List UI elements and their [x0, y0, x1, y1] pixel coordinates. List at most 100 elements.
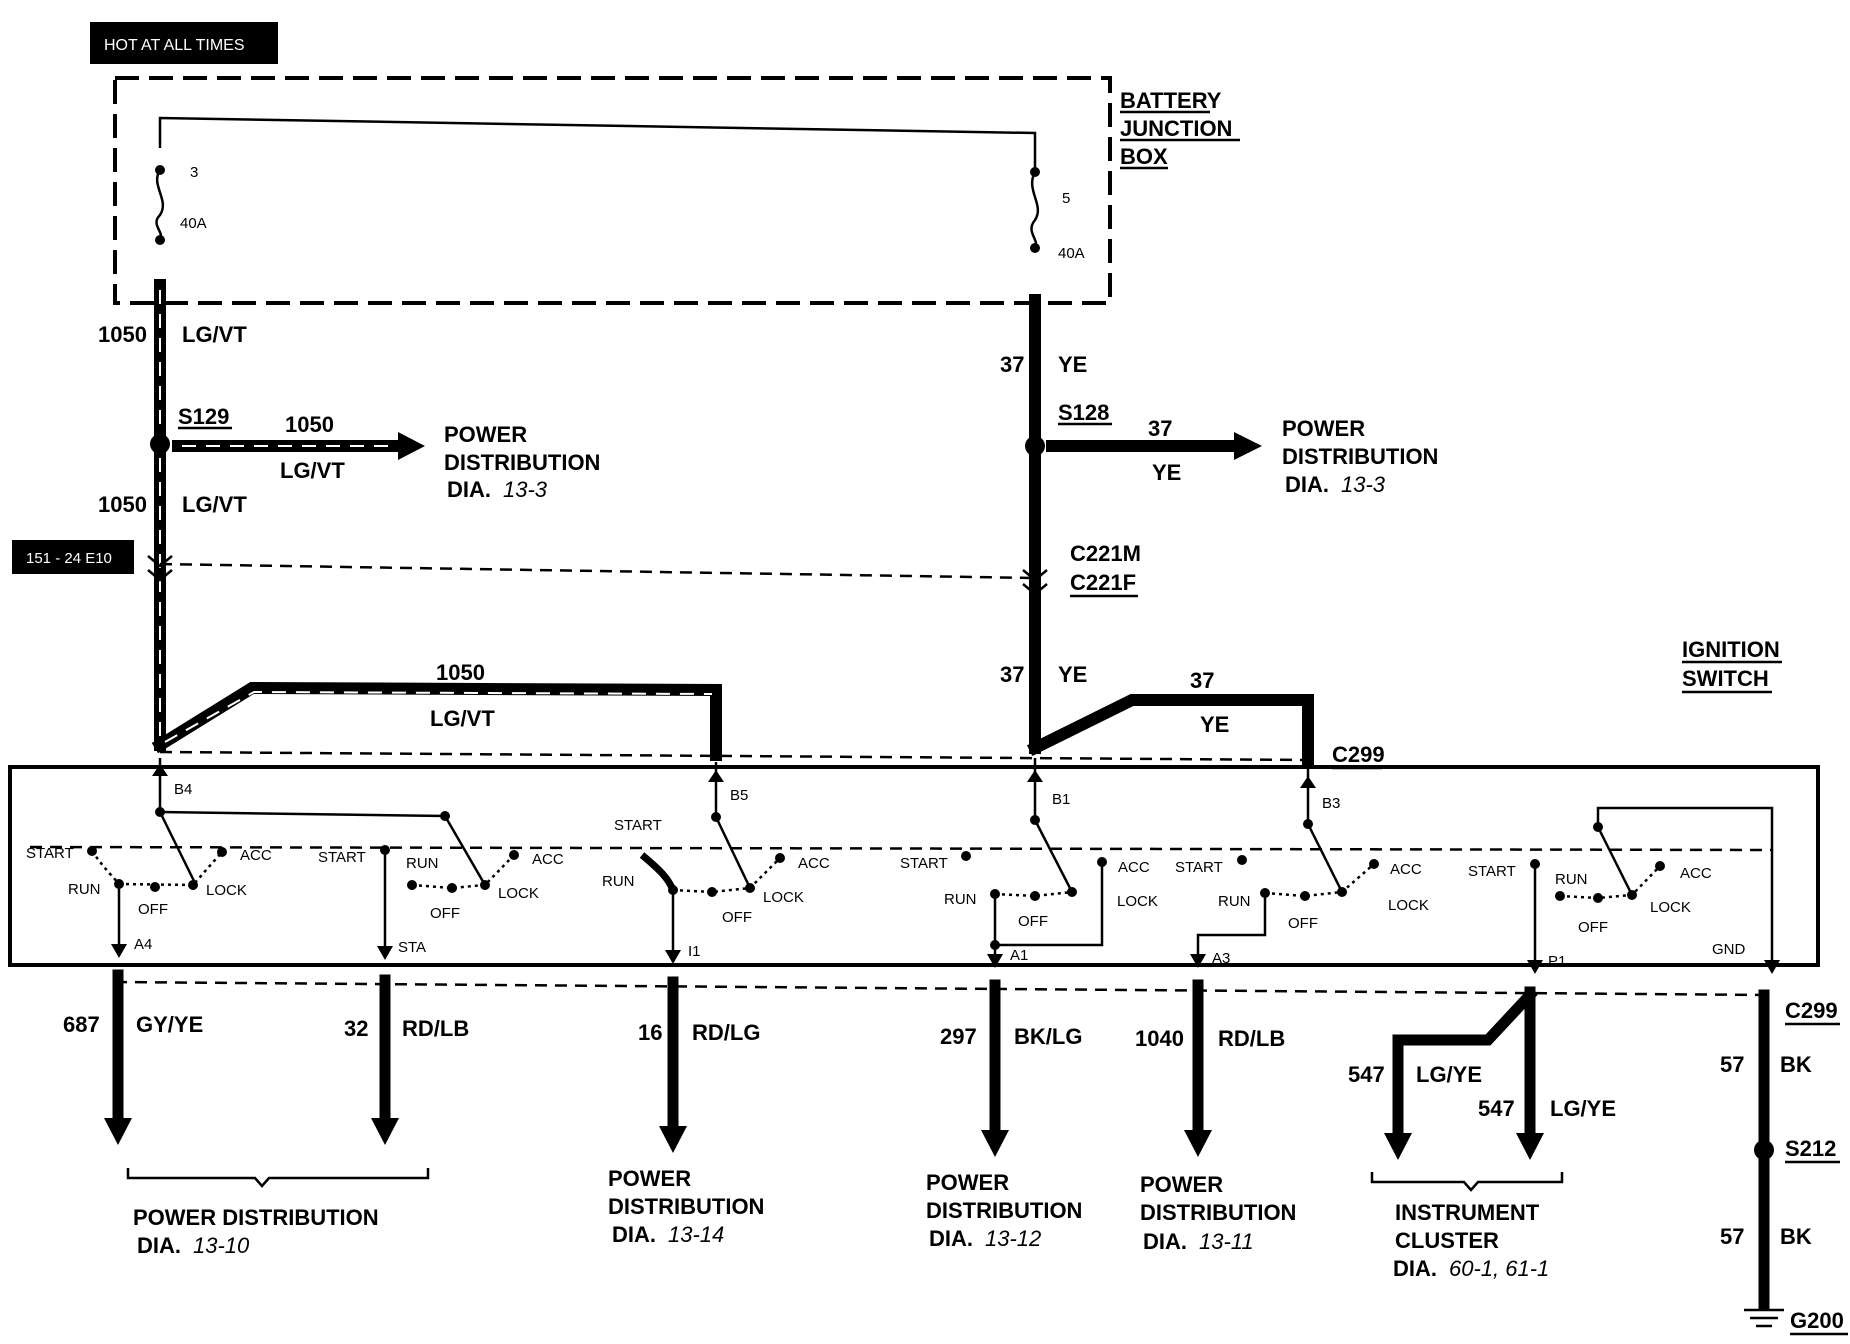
svg-text:ACC: ACC — [1118, 859, 1150, 876]
jumper-1050-circuit: 1050 — [436, 660, 485, 685]
svg-text:LOCK: LOCK — [498, 885, 539, 902]
svg-text:BK/LG: BK/LG — [1014, 1024, 1082, 1049]
wire-1050-circuit-label-2: 1050 — [98, 492, 147, 517]
svg-text:1040: 1040 — [1135, 1026, 1184, 1051]
svg-text:16: 16 — [638, 1020, 662, 1045]
splice-s129 — [150, 434, 170, 454]
svg-text:13-12: 13-12 — [985, 1226, 1041, 1251]
svg-text:START: START — [1175, 859, 1223, 876]
svg-text:POWER: POWER — [1282, 416, 1365, 441]
dest-instrument-cluster: INSTRUMENT CLUSTER DIA. 60-1, 61-1 — [1393, 1200, 1549, 1281]
jumper-37-color: YE — [1200, 712, 1229, 737]
branch-1050-color: LG/VT — [280, 458, 345, 483]
power-dist-13-3-left: POWER DISTRIBUTION DIA. 13-3 — [444, 422, 600, 502]
svg-text:RUN: RUN — [944, 891, 977, 908]
svg-text:ACC: ACC — [1680, 865, 1712, 882]
svg-text:RUN: RUN — [406, 855, 439, 872]
wire-16: 16 RD/LG — [638, 976, 760, 1153]
svg-text:DIA.: DIA. — [612, 1222, 656, 1247]
fuse-5: 5 40A — [1030, 167, 1085, 262]
svg-text:DIA.: DIA. — [929, 1226, 973, 1251]
svg-text:DIA.: DIA. — [447, 477, 491, 502]
branch-37-circuit: 37 — [1148, 416, 1172, 441]
dest-power-dist-13-11: POWER DISTRIBUTION DIA. 13-11 — [1140, 1172, 1296, 1254]
connector-c299-top: C299 — [1332, 742, 1385, 770]
connector-tag: 151 - 24 E10 — [12, 540, 134, 574]
svg-text:OFF: OFF — [430, 905, 460, 922]
svg-text:DIA.: DIA. — [1143, 1229, 1187, 1254]
power-dist-13-3-right: POWER DISTRIBUTION DIA. 13-3 — [1282, 416, 1438, 497]
svg-text:13-3: 13-3 — [503, 477, 548, 502]
svg-text:13-11: 13-11 — [1199, 1229, 1254, 1254]
svg-text:297: 297 — [940, 1024, 977, 1049]
switch-gang-link — [29, 845, 1773, 852]
svg-text:RUN: RUN — [1218, 893, 1251, 910]
svg-text:B4: B4 — [174, 781, 192, 798]
switch-gang-2: START RUN OFF LOCK ACC STA — [318, 815, 564, 960]
wire-547-b: 547 LG/YE — [1478, 986, 1616, 1160]
jumper-37-circuit: 37 — [1190, 668, 1214, 693]
svg-text:DIA.: DIA. — [137, 1233, 181, 1258]
switch-gang-4: START RUN OFF LOCK ACC A1 — [900, 819, 1158, 968]
ground-g200-label: G200 — [1790, 1308, 1848, 1336]
svg-text:LOCK: LOCK — [1117, 893, 1158, 910]
svg-text:OFF: OFF — [1578, 919, 1608, 936]
svg-text:POWER: POWER — [926, 1170, 1009, 1195]
svg-text:G200: G200 — [1790, 1308, 1844, 1333]
svg-text:I1: I1 — [688, 943, 701, 960]
svg-text:POWER: POWER — [608, 1166, 691, 1191]
svg-text:DISTRIBUTION: DISTRIBUTION — [444, 450, 600, 475]
connector-c221-labels: C221M C221F — [1070, 541, 1141, 598]
dest-power-dist-13-14: POWER DISTRIBUTION DIA. 13-14 — [608, 1166, 764, 1247]
svg-text:3: 3 — [190, 164, 198, 181]
svg-text:5: 5 — [1062, 190, 1070, 207]
wire-1050-branch-arrow — [172, 432, 425, 460]
battery-junction-box-label: BATTERY JUNCTION BOX — [1120, 88, 1240, 170]
splice-s128-label: S128 — [1058, 400, 1109, 425]
svg-text:START: START — [900, 855, 948, 872]
connector-c299-bottom: C299 — [1785, 998, 1840, 1026]
battery-bus-bar — [158, 116, 1037, 170]
wire-37-color-label-2: YE — [1058, 662, 1087, 687]
svg-text:DIA.: DIA. — [1393, 1256, 1437, 1281]
svg-text:START: START — [614, 817, 662, 834]
svg-text:A3: A3 — [1212, 950, 1230, 967]
svg-text:LOCK: LOCK — [1388, 897, 1429, 914]
svg-text:547: 547 — [1478, 1096, 1515, 1121]
svg-text:POWER DISTRIBUTION: POWER DISTRIBUTION — [133, 1205, 379, 1230]
battery-junction-box-outline — [113, 76, 1112, 305]
svg-text:C299: C299 — [1332, 742, 1385, 767]
svg-text:40A: 40A — [180, 215, 207, 232]
svg-text:POWER: POWER — [1140, 1172, 1223, 1197]
svg-text:ACC: ACC — [798, 855, 830, 872]
switch-gang-5: START RUN OFF LOCK ACC A3 — [1175, 823, 1429, 968]
svg-text:DIA.: DIA. — [1285, 472, 1329, 497]
wire-37-branch-arrow — [1046, 432, 1262, 460]
svg-text:LOCK: LOCK — [206, 882, 247, 899]
wire-1050-color-label-2: LG/VT — [182, 492, 247, 517]
svg-text:C299: C299 — [1785, 998, 1838, 1023]
svg-text:ACC: ACC — [1390, 861, 1422, 878]
svg-text:ACC: ACC — [532, 851, 564, 868]
switch-gang-3: START RUN OFF LOCK ACC I1 — [602, 816, 830, 964]
ground-symbol-icon — [1744, 1308, 1784, 1328]
splice-s212 — [1754, 1140, 1774, 1160]
wire-1050-jumper — [151, 681, 722, 761]
svg-text:START: START — [318, 849, 366, 866]
wire-37-circuit-label-2: 37 — [1000, 662, 1024, 687]
dest-power-dist-13-12: POWER DISTRIBUTION DIA. 13-12 — [926, 1170, 1082, 1251]
bracket-13-10 — [126, 1168, 430, 1188]
wire-687: 687 GY/YE — [63, 969, 203, 1145]
svg-text:B5: B5 — [730, 787, 748, 804]
svg-text:547: 547 — [1348, 1062, 1385, 1087]
connector-c221-line — [159, 562, 1036, 580]
svg-text:LOCK: LOCK — [1650, 899, 1691, 916]
wire-297: 297 BK/LG — [940, 979, 1082, 1157]
svg-text:INSTRUMENT: INSTRUMENT — [1395, 1200, 1540, 1225]
svg-text:13-3: 13-3 — [1341, 472, 1386, 497]
svg-text:IGNITION: IGNITION — [1682, 637, 1780, 662]
svg-text:GND: GND — [1712, 941, 1746, 958]
splice-s212-label: S212 — [1785, 1136, 1840, 1164]
jumper-1050-color: LG/VT — [430, 706, 495, 731]
wire-37-circuit-label: 37 — [1000, 352, 1024, 377]
